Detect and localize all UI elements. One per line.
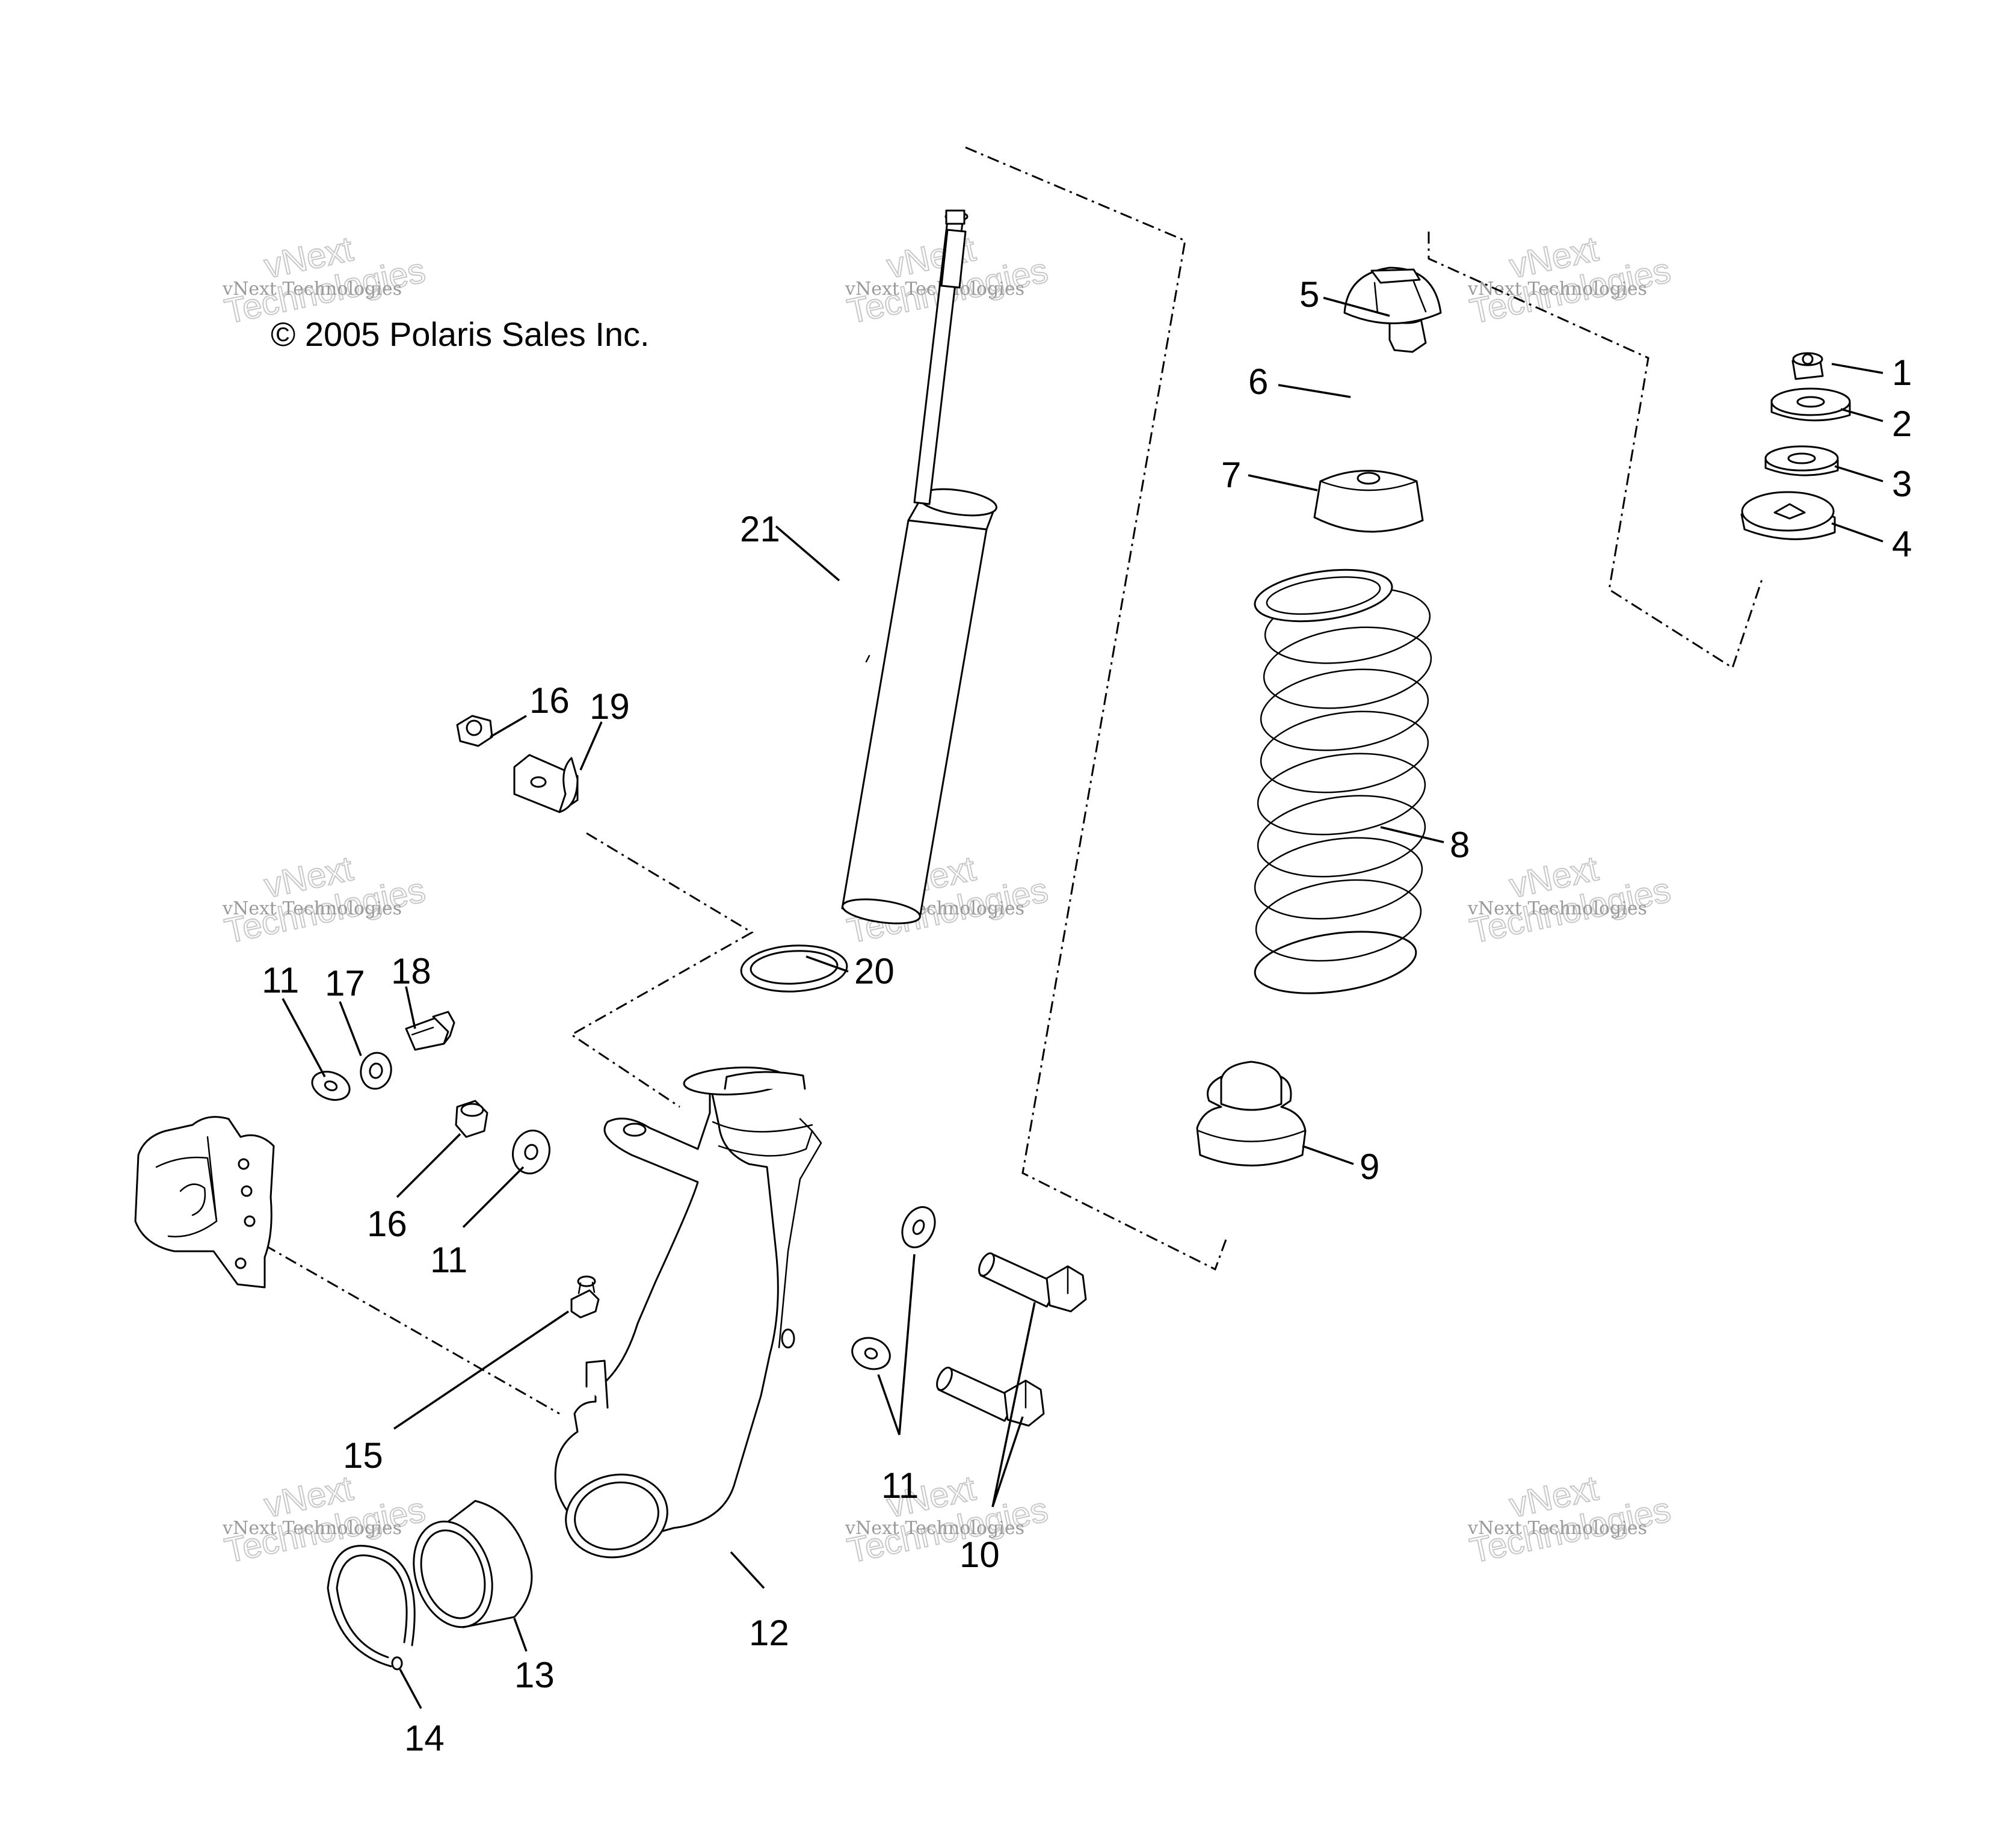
steering-knuckle-part-12 bbox=[554, 1067, 822, 1559]
callout-1: 1 bbox=[1892, 353, 1912, 393]
callout-18: 18 bbox=[391, 951, 431, 991]
watermark-text: vNext Technologies bbox=[845, 1518, 1024, 1539]
upper-nut-part-1 bbox=[1791, 352, 1824, 380]
callout-11: 11 bbox=[430, 1240, 467, 1280]
callout-3: 3 bbox=[1892, 464, 1912, 504]
callout-20: 20 bbox=[854, 951, 895, 991]
callout-5: 5 bbox=[1299, 274, 1319, 315]
washer-part-3 bbox=[1764, 445, 1839, 476]
callout-13: 13 bbox=[514, 1655, 555, 1695]
watermark-text: vNext Technologies bbox=[1467, 898, 1647, 919]
sealing-ring-part-20 bbox=[740, 944, 848, 993]
callout-labels: 1 2 3 4 5 6 7 8 9 10 11 11 11 12 13 14 1… bbox=[262, 274, 1912, 1758]
callout-9: 9 bbox=[1360, 1147, 1379, 1187]
callout-11: 11 bbox=[881, 1465, 919, 1506]
watermark-text: vNext Technologies bbox=[845, 279, 1024, 300]
nut-part-16-lower bbox=[455, 1100, 488, 1138]
callout-16: 16 bbox=[367, 1204, 407, 1244]
assembly-guide-lines bbox=[264, 146, 1764, 1415]
callout-21: 21 bbox=[740, 509, 780, 549]
bushing-part-4 bbox=[1740, 491, 1836, 540]
washer-part-2 bbox=[1770, 387, 1851, 422]
callout-8: 8 bbox=[1450, 825, 1470, 865]
bolt-part-10-upper bbox=[978, 1252, 1087, 1313]
copyright-text: © 2005 Polaris Sales Inc. bbox=[271, 315, 650, 353]
washer-part-11-b bbox=[512, 1129, 550, 1175]
callout-7: 7 bbox=[1221, 455, 1241, 495]
washer-part-11-d bbox=[851, 1337, 891, 1370]
watermark-text: vNext Technologies bbox=[222, 1518, 402, 1539]
callout-17: 17 bbox=[325, 963, 365, 1003]
washer-part-11-a bbox=[311, 1071, 351, 1101]
callout-4: 4 bbox=[1892, 524, 1912, 564]
brake-line-bracket-part-19 bbox=[513, 754, 579, 813]
callout-12: 12 bbox=[749, 1613, 789, 1653]
leader-lines bbox=[282, 297, 1883, 1709]
nut-part-16-upper bbox=[456, 715, 493, 747]
callout-2: 2 bbox=[1892, 404, 1912, 444]
spring-seat-part-7 bbox=[1313, 470, 1424, 533]
callout-11: 11 bbox=[262, 960, 299, 1000]
callout-15: 15 bbox=[343, 1435, 383, 1476]
grease-fitting-part-15 bbox=[570, 1275, 600, 1319]
callout-6: 6 bbox=[1248, 362, 1268, 402]
coil-spring-part-8 bbox=[1254, 568, 1432, 994]
wheel-bearing-part-13 bbox=[413, 1500, 533, 1628]
snap-ring-part-14 bbox=[327, 1545, 416, 1671]
watermark-text: vNext Technologies bbox=[1467, 1518, 1647, 1539]
watermark-text: vNext Technologies bbox=[222, 279, 402, 300]
callout-19: 19 bbox=[590, 686, 630, 727]
bump-stop-part-9 bbox=[1196, 1061, 1307, 1166]
brake-caliper bbox=[134, 1116, 275, 1289]
bolt-part-18 bbox=[405, 1011, 455, 1051]
washer-part-11-c bbox=[901, 1206, 936, 1248]
bolt-part-10-lower bbox=[936, 1366, 1045, 1427]
callout-14: 14 bbox=[404, 1718, 445, 1758]
callout-10: 10 bbox=[959, 1535, 1000, 1575]
lock-washer-part-17 bbox=[360, 1052, 392, 1090]
callout-16: 16 bbox=[529, 680, 570, 721]
shock-absorber-part-21 bbox=[841, 209, 997, 925]
watermark-text: vNext Technologies bbox=[222, 898, 402, 919]
spring-cap-part-6 bbox=[1343, 266, 1442, 324]
